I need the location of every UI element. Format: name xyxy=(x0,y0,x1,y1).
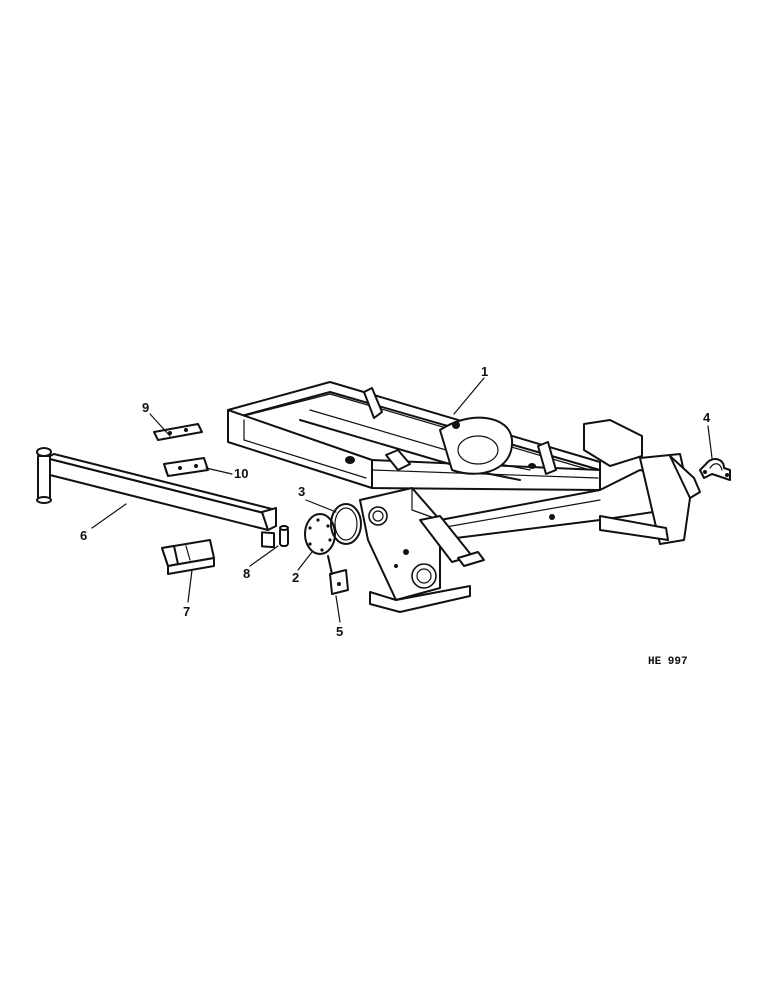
part-8-pin xyxy=(279,525,289,547)
part-3-gasket xyxy=(330,503,362,545)
leader-lines xyxy=(91,377,713,623)
part-1-main-frame xyxy=(227,381,701,613)
part-2-cover-plate xyxy=(304,513,336,555)
callout-2: 2 xyxy=(292,570,299,585)
part-5-bolt-plate xyxy=(327,555,349,595)
figure-reference: HE 997 xyxy=(648,656,688,668)
part-4-clamp xyxy=(699,458,731,481)
callout-9: 9 xyxy=(142,400,149,415)
callout-3: 3 xyxy=(298,484,305,499)
part-10-bracket xyxy=(163,457,209,477)
callout-10: 10 xyxy=(234,466,248,481)
callout-6: 6 xyxy=(80,528,87,543)
callout-5: 5 xyxy=(336,624,343,639)
callout-labels: 1 2 3 4 5 6 7 8 9 10 xyxy=(80,364,711,639)
part-7-u-bracket xyxy=(161,539,215,575)
callout-7: 7 xyxy=(183,604,190,619)
callout-4: 4 xyxy=(703,410,711,425)
part-6-tube-bar xyxy=(36,447,277,549)
part-9-plate xyxy=(153,423,203,441)
callout-1: 1 xyxy=(481,364,488,379)
callout-8: 8 xyxy=(243,566,250,581)
